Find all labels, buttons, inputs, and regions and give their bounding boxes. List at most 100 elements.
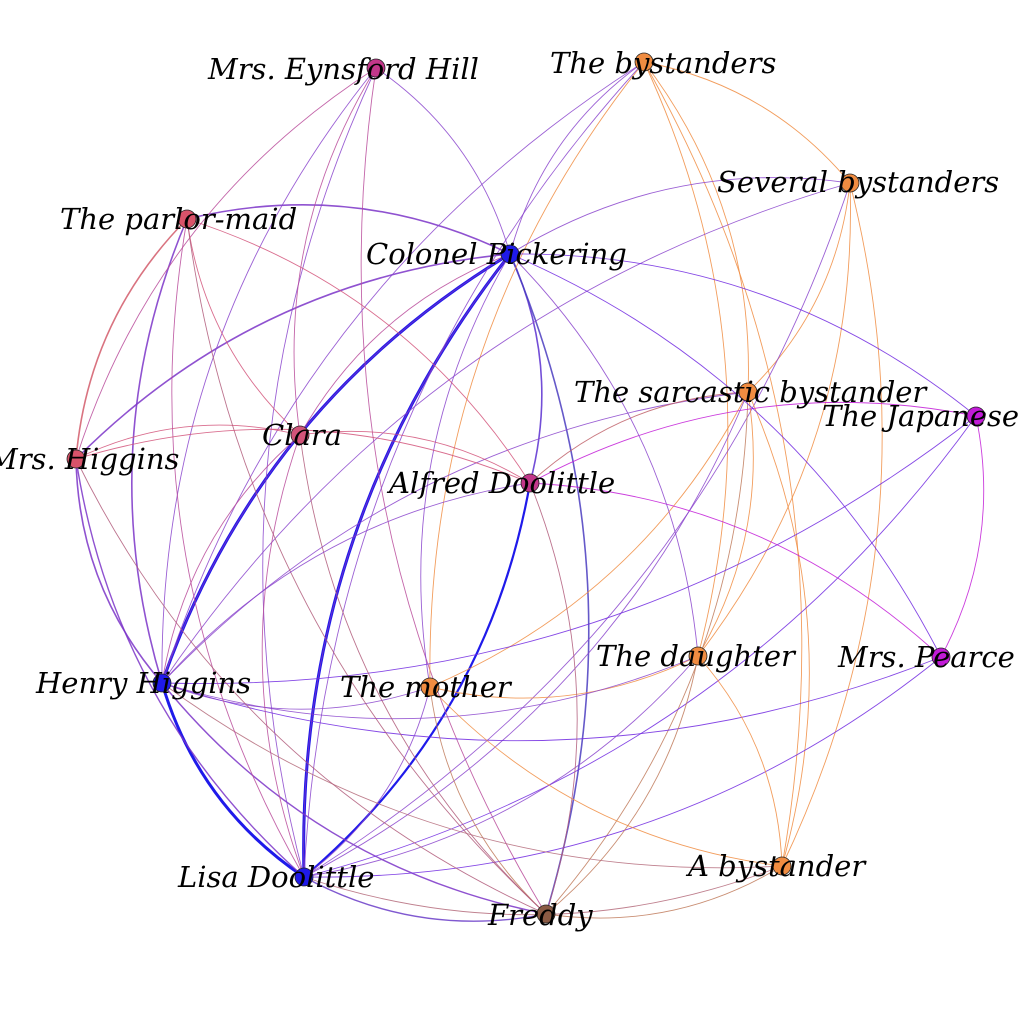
label-mother: The mother bbox=[340, 670, 513, 704]
edge-eynsford-henry bbox=[161, 67, 377, 684]
label-bystanders: The bystanders bbox=[550, 46, 776, 80]
edge-mrshiggins-freddy bbox=[75, 458, 547, 915]
label-clara: Clara bbox=[262, 418, 342, 452]
edge-sarcastic-abystander bbox=[747, 391, 810, 867]
edge-abystander-henry bbox=[161, 682, 783, 869]
edge-sarcastic-lisa bbox=[303, 391, 749, 878]
node-bystanders bbox=[634, 52, 654, 72]
node-daughter bbox=[688, 646, 708, 666]
edge-clara-pickering bbox=[299, 253, 511, 436]
edge-clara-henry bbox=[161, 434, 301, 684]
edge-sarcastic-henry bbox=[161, 391, 749, 684]
edge-eynsford-mrshiggins bbox=[75, 67, 377, 460]
edge-several-pickering bbox=[509, 177, 851, 255]
edge-clara-parlormaid bbox=[186, 218, 301, 436]
edge-mrshiggins-pickering bbox=[75, 253, 511, 460]
node-mrshiggins bbox=[66, 449, 86, 469]
edge-several-sarcastic bbox=[747, 182, 851, 393]
edge-japanese-pearce bbox=[940, 415, 985, 658]
label-freddy: Freddy bbox=[487, 898, 593, 932]
label-daughter: The daughter bbox=[596, 639, 797, 673]
node-japanese bbox=[966, 406, 986, 426]
edge-alfred-henry bbox=[161, 482, 531, 684]
node-henry bbox=[152, 673, 172, 693]
node-abystander bbox=[772, 856, 792, 876]
edge-japanese-henry bbox=[161, 415, 977, 684]
edge-pearce-alfred bbox=[529, 482, 942, 658]
edge-pickering-lisa bbox=[302, 253, 512, 878]
edge-mother-pickering bbox=[420, 253, 511, 688]
label-parlormaid: The parlor-maid bbox=[60, 202, 297, 236]
edge-bystanders-lisa bbox=[303, 61, 645, 878]
edge-parlormaid-mrshiggins bbox=[75, 218, 188, 460]
edge-clara-lisa bbox=[261, 434, 305, 878]
edge-sarcastic-mother bbox=[429, 391, 749, 688]
edge-abystander-freddy bbox=[545, 865, 783, 919]
label-pearce: Mrs. Pearce bbox=[837, 640, 1015, 674]
edge-pearce-lisa bbox=[303, 656, 942, 878]
edge-several-lisa bbox=[303, 182, 851, 878]
edge-pearce-henry bbox=[161, 656, 942, 742]
label-japanese: The Japanese bbox=[822, 399, 1019, 433]
edge-japanese-alfred bbox=[529, 401, 977, 484]
node-clara bbox=[290, 425, 310, 445]
edges-layer bbox=[75, 61, 985, 922]
edge-mother-lisa bbox=[303, 686, 431, 878]
label-several: Several bystanders bbox=[717, 165, 999, 199]
edge-bystanders-sarcastic bbox=[643, 61, 749, 393]
edge-sarcastic-alfred bbox=[529, 391, 749, 484]
label-eynsford: Mrs. Eynsford Hill bbox=[207, 52, 479, 86]
edge-lisa-pickering bbox=[303, 253, 511, 878]
edge-daughter-lisa bbox=[303, 655, 699, 878]
edge-eynsford-clara bbox=[293, 67, 377, 436]
edge-sarcastic-daughter bbox=[697, 391, 754, 657]
edge-pearce-pickering bbox=[509, 253, 942, 658]
edge-parlormaid-henry bbox=[131, 218, 188, 684]
edge-several-abystander bbox=[781, 182, 883, 867]
edge-pickering-freddy bbox=[509, 253, 590, 915]
edge-parlormaid-freddy bbox=[186, 218, 547, 915]
node-mother bbox=[420, 677, 440, 697]
label-sarcastic: The sarcastic bystander bbox=[574, 375, 928, 409]
node-parlormaid bbox=[177, 209, 197, 229]
edge-bystanders-pickering bbox=[509, 61, 645, 255]
node-lisa bbox=[294, 867, 314, 887]
label-henry: Henry Higgins bbox=[35, 666, 251, 700]
nodes-layer bbox=[66, 52, 986, 924]
node-several bbox=[840, 173, 860, 193]
label-lisa: Lisa Doolittle bbox=[177, 860, 374, 894]
edge-alfred-freddy bbox=[529, 482, 578, 915]
label-abystander: A bystander bbox=[685, 849, 867, 883]
edge-several-daughter bbox=[697, 182, 851, 657]
edge-mother-freddy bbox=[429, 686, 547, 915]
edge-mother-henry bbox=[161, 682, 431, 710]
node-eynsford bbox=[366, 58, 386, 78]
edge-pickering-alfred bbox=[509, 253, 543, 484]
edge-lisa-freddy bbox=[303, 876, 547, 922]
node-sarcastic bbox=[738, 382, 758, 402]
edge-eynsford-freddy bbox=[360, 67, 547, 915]
edge-clara-freddy bbox=[299, 434, 547, 915]
edge-bystanders-daughter bbox=[643, 61, 729, 657]
edge-henry-freddy bbox=[161, 682, 547, 915]
edge-daughter-freddy bbox=[545, 655, 699, 915]
edge-japanese-pickering bbox=[509, 253, 977, 417]
edge-several-henry bbox=[161, 182, 851, 684]
edge-bystanders-abystander bbox=[643, 61, 803, 867]
labels-layer: Mrs. Eynsford Hill The bystanders Severa… bbox=[0, 46, 1019, 932]
edge-parlormaid-lisa bbox=[171, 218, 305, 878]
edge-mrshiggins-henry bbox=[75, 458, 163, 684]
edge-japanese-lisa bbox=[303, 415, 977, 878]
node-alfred bbox=[520, 473, 540, 493]
edge-parlormaid-alfred bbox=[186, 218, 531, 484]
edge-sarcastic-freddy bbox=[545, 391, 749, 915]
edge-parlormaid-pickering bbox=[186, 204, 511, 255]
node-pickering bbox=[500, 244, 520, 264]
edge-bystanders-henry bbox=[161, 61, 645, 684]
label-pickering: Colonel Pickering bbox=[366, 237, 627, 271]
label-alfred: Alfred Doolittle bbox=[386, 466, 615, 500]
edge-daughter-abystander bbox=[697, 655, 783, 867]
label-mrshiggins: Mrs. Higgins bbox=[0, 442, 179, 476]
edge-bystanders-several bbox=[643, 61, 851, 184]
